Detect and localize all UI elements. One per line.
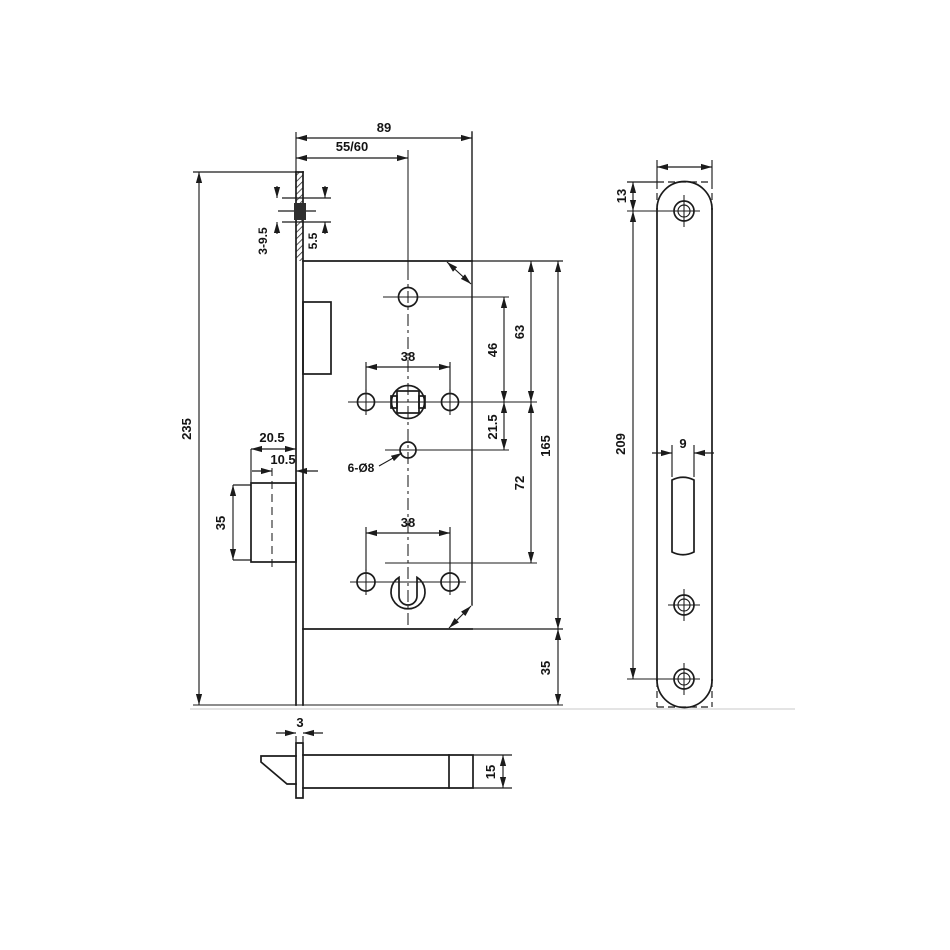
- dim-bolt-height: 35: [213, 516, 228, 530]
- hub-side-hole-left: [356, 392, 376, 412]
- cylinder-side-hole-right: [440, 572, 460, 592]
- dim-cylinder-hole-spacing: 38: [401, 515, 415, 530]
- latch-bolt-box: [302, 301, 332, 375]
- cylinder-side-hole-left: [356, 572, 376, 592]
- deadbolt-box: [250, 482, 297, 563]
- latch-slot: [671, 476, 695, 556]
- dim-overall-depth: 89: [377, 120, 391, 135]
- euro-cylinder-hole: [390, 575, 426, 610]
- corner-reference-arrow-bottom: [448, 605, 472, 629]
- dim-bolt-center: 10.5: [270, 452, 295, 467]
- dim-hub-to-mid-hole: 21.5: [485, 414, 500, 439]
- dim-top-to-hub: 63: [512, 325, 527, 339]
- top-fixing-hole: [397, 286, 419, 308]
- dim-hub-to-top-hole: 46: [485, 343, 500, 357]
- dim-hub-to-cylinder: 72: [512, 476, 527, 490]
- case-side-outline: [302, 754, 474, 789]
- dim-plate-hole-spacing: 209: [613, 433, 628, 455]
- dim-latch-offset: 5.5: [306, 232, 320, 249]
- dim-plate-thickness: 3: [296, 715, 303, 730]
- middle-fixing-hole: [399, 441, 417, 459]
- dim-plate-overhang: 35: [538, 661, 553, 675]
- dim-case-span: 165: [538, 435, 553, 457]
- latch-section-fill: [294, 203, 306, 220]
- front-view: 89 55/60 235 3-9.5 5.5 46 63 21.5 72 165…: [179, 120, 563, 706]
- hub-side-hole-right: [440, 392, 460, 412]
- dim-backset: 55/60: [336, 139, 369, 154]
- dim-latch-range: 3-9.5: [256, 227, 270, 255]
- faceplate-edge-view: [295, 742, 304, 799]
- strike-plate-view: 13 209 9: [613, 160, 714, 709]
- latch-bolt-side: [260, 755, 297, 785]
- dim-slot-width: 9: [679, 436, 686, 451]
- dim-overall-height: 235: [179, 418, 194, 440]
- dim-case-width: 15: [483, 765, 498, 779]
- plate-square-corner-option: [656, 181, 713, 708]
- corner-reference-arrow-top: [446, 261, 472, 285]
- dim-bolt-depth: 20.5: [259, 430, 284, 445]
- dim-hub-hole-spacing: 38: [401, 349, 415, 364]
- dim-plate-hole-top-offset: 13: [614, 189, 629, 203]
- dim-fixing-holes-note: 6-Ø8: [348, 461, 375, 475]
- bottom-view: 3 15: [260, 715, 512, 799]
